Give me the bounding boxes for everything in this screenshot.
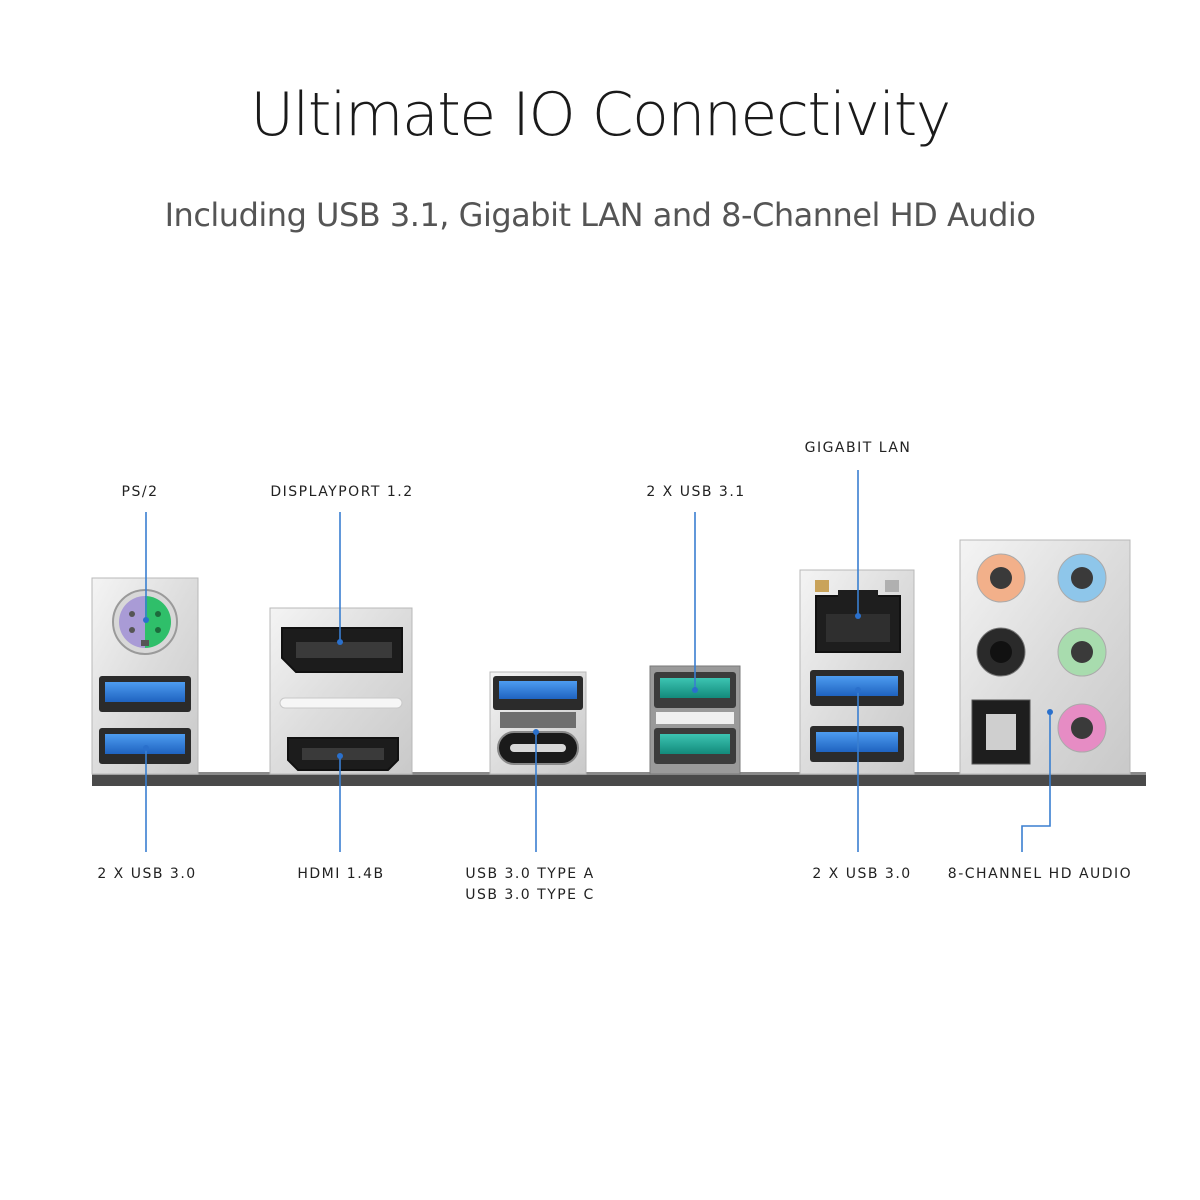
audio-jack-block (959, 539, 1131, 775)
label-usb31: 2 X USB 3.1 (646, 484, 746, 500)
ps2-port-mouse-half[interactable] (145, 596, 171, 648)
callout-lines (145, 470, 1051, 852)
label-usb-type-a-c: USB 3.0 TYPE A USB 3.0 TYPE C (465, 864, 595, 906)
ps2-port-keyboard-half[interactable] (119, 596, 145, 648)
io-shield-base (92, 772, 1146, 786)
page-subtitle: Including USB 3.1, Gigabit LAN and 8-Cha… (164, 196, 1036, 234)
label-gigabit-lan: GIGABIT LAN (804, 440, 912, 456)
label-displayport: DISPLAYPORT 1.2 (270, 484, 414, 500)
ps2-usb-stack (91, 577, 199, 775)
label-hdmi: HDMI 1.4B (297, 866, 385, 882)
label-usb30-type-a: USB 3.0 TYPE A (465, 866, 595, 882)
io-shield-base-highlight (92, 772, 1146, 775)
label-usb30-right: 2 X USB 3.0 (812, 866, 912, 882)
label-usb30-type-c: USB 3.0 TYPE C (465, 887, 595, 903)
callout-audio (1021, 712, 1051, 852)
label-usb30-left: 2 X USB 3.0 (97, 866, 197, 882)
lan-usb-stack (799, 569, 915, 775)
page-title: Ultimate IO Connectivity (250, 80, 951, 150)
video-output-stack (269, 607, 413, 775)
usb-type-a-c-stack (489, 671, 587, 775)
label-ps2: PS/2 (121, 484, 159, 500)
label-audio: 8-CHANNEL HD AUDIO (947, 866, 1133, 882)
